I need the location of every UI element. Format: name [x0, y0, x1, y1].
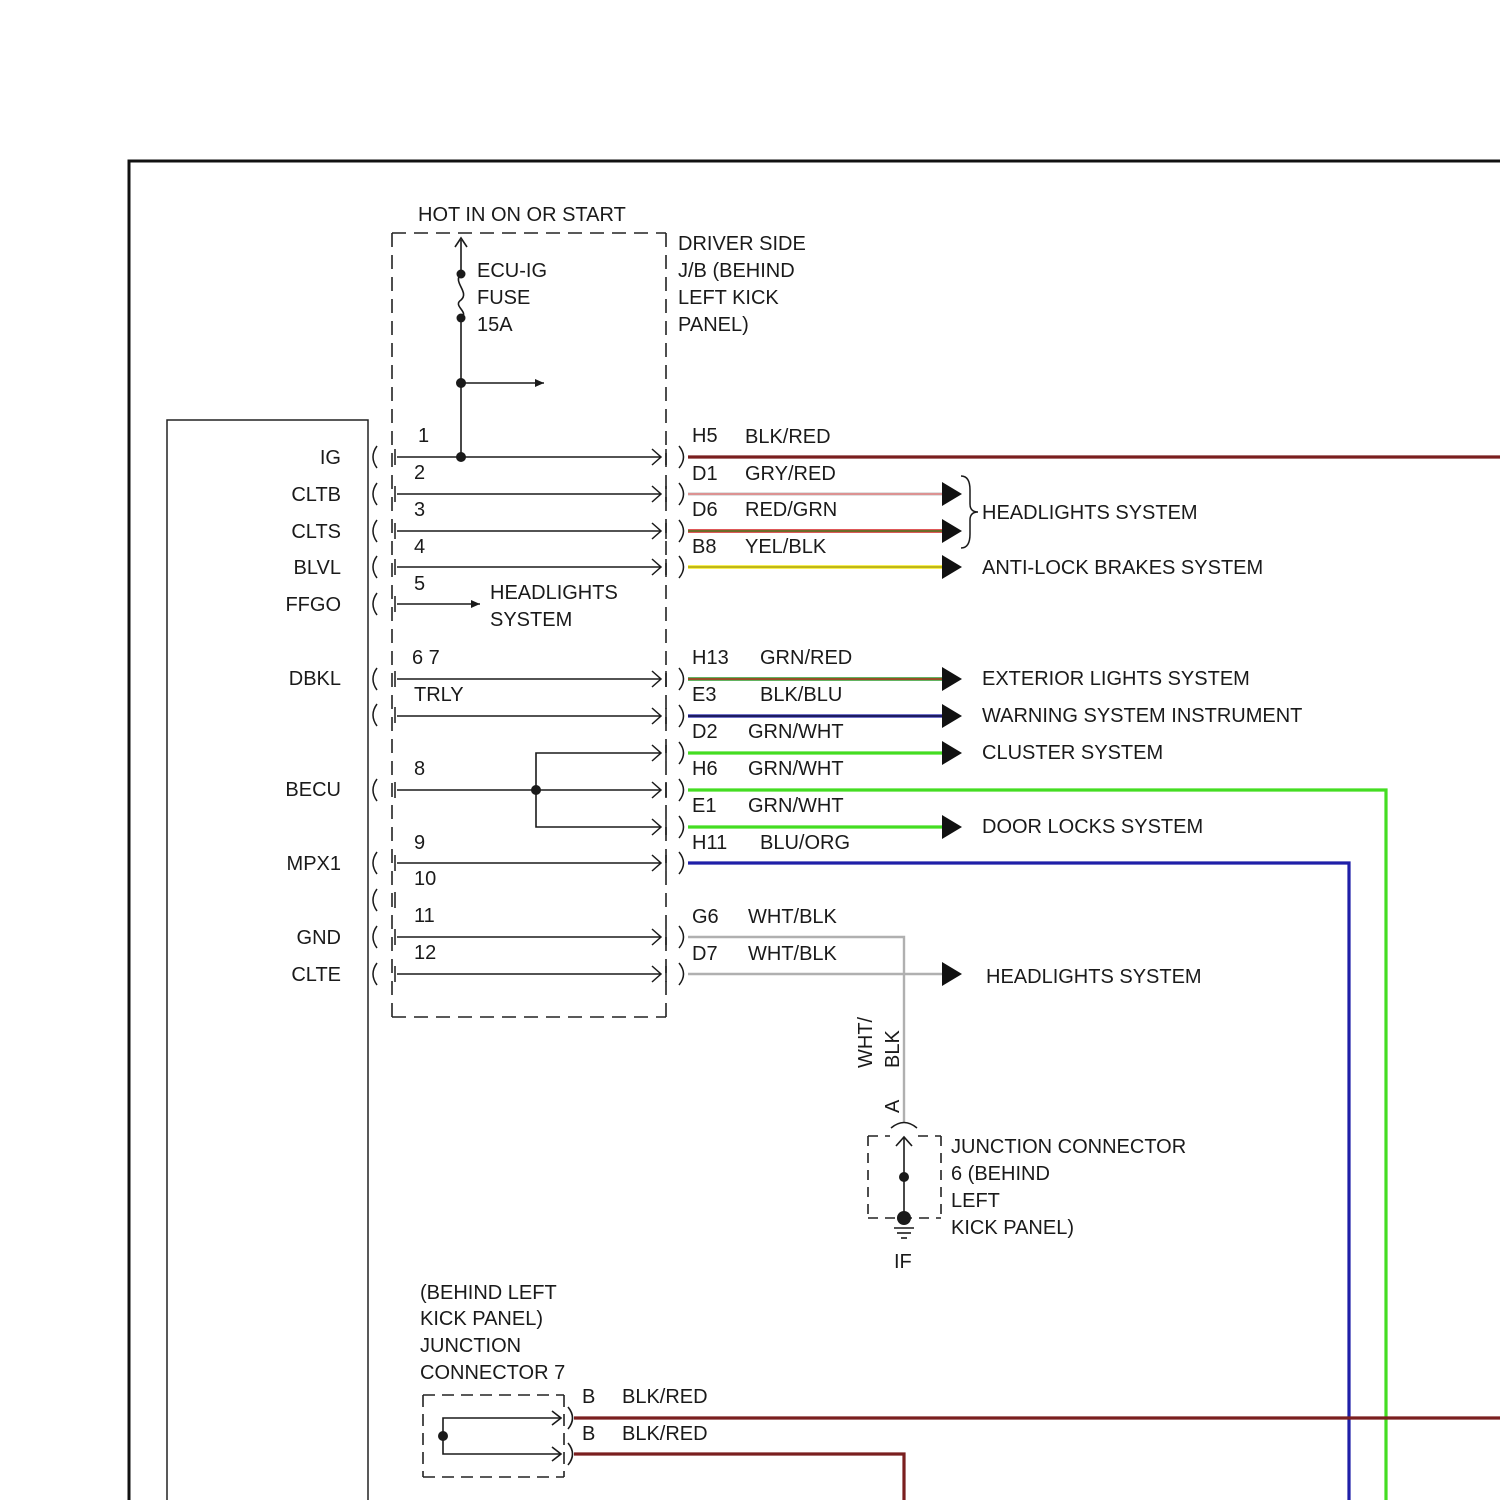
- junction-pin-a: A: [882, 1099, 904, 1113]
- connector-pin: G6: [692, 906, 719, 928]
- connector-pin: H11: [692, 832, 727, 854]
- fuse-terminal-dot: [457, 314, 466, 323]
- wire-color-label: GRN/RED: [760, 647, 852, 669]
- jb-label-line1: DRIVER SIDE: [678, 233, 806, 255]
- terminal-ig: IG: [320, 447, 341, 469]
- destination-cluster-system: CLUSTER SYSTEM: [982, 742, 1163, 764]
- terminal-gnd: GND: [297, 927, 341, 949]
- jb-label-line4: PANEL): [678, 314, 749, 336]
- splice-dot: [531, 785, 541, 795]
- destination-anti-lock-brakes: ANTI-LOCK BRAKES SYSTEM: [982, 557, 1263, 579]
- junction-7-pin: B: [582, 1386, 595, 1408]
- wire-color-label: BLK/RED: [622, 1386, 708, 1408]
- pin-number: 8: [414, 758, 425, 780]
- junction-6-label-line1: JUNCTION CONNECTOR: [951, 1136, 1186, 1158]
- splice-dot: [438, 1431, 448, 1441]
- junction-connector-paren: [891, 1123, 917, 1129]
- ground-label-if: IF: [894, 1251, 912, 1273]
- pin-number: 2: [414, 462, 425, 484]
- fuse-label-line3: 15A: [477, 314, 513, 336]
- wire-color-label: BLK/RED: [745, 426, 831, 448]
- junction-7-label-line2: KICK PANEL): [420, 1308, 543, 1330]
- terminal-clte: CLTE: [291, 964, 341, 986]
- wire-color-label: YEL/BLK: [745, 536, 827, 558]
- junction-7-label-line4: CONNECTOR 7: [420, 1362, 565, 1384]
- terminal-clts: CLTS: [291, 521, 341, 543]
- destination-headlights-system: HEADLIGHTS SYSTEM: [982, 502, 1198, 524]
- connector-pin: H5: [692, 425, 718, 447]
- junction-6-label-line3: LEFT: [951, 1190, 1000, 1212]
- terminal-blvl: BLVL: [294, 557, 341, 579]
- wire-color-label: GRN/WHT: [748, 795, 844, 817]
- connector-pin: B8: [692, 536, 716, 558]
- jb-label-line2: J/B (BEHIND: [678, 260, 795, 282]
- pin-number: 12: [414, 942, 436, 964]
- destination-door-locks: DOOR LOCKS SYSTEM: [982, 816, 1203, 838]
- junction-7-label-line3: JUNCTION: [420, 1335, 521, 1357]
- pin-number: 1: [418, 425, 429, 447]
- terminal-ffgo: FFGO: [285, 594, 341, 616]
- destination-warning-system: WARNING SYSTEM INSTRUMENT: [982, 705, 1302, 727]
- headlights-note-line2: SYSTEM: [490, 609, 572, 631]
- pin-number: 10: [414, 868, 436, 890]
- wire-color-label: WHT/BLK: [748, 906, 838, 928]
- wire-color-label: BLU/ORG: [760, 832, 850, 854]
- jb-label-line3: LEFT KICK: [678, 287, 779, 309]
- wire-color-label: BLK/RED: [622, 1423, 708, 1445]
- jb-internal-wires: [397, 457, 660, 974]
- wire-color-label: GRY/RED: [745, 463, 836, 485]
- headlights-brace: [961, 476, 978, 548]
- destination-exterior-lights: EXTERIOR LIGHTS SYSTEM: [982, 668, 1250, 690]
- junction-6-label-line4: KICK PANEL): [951, 1217, 1074, 1239]
- terminal-cltb: CLTB: [291, 484, 341, 506]
- terminal-dbkl: DBKL: [289, 668, 341, 690]
- headlights-note-line1: HEADLIGHTS: [490, 582, 618, 604]
- terminal-becu: BECU: [285, 779, 341, 801]
- splice-dot: [456, 378, 466, 388]
- ground-wire-label-line1: WHT/: [855, 1016, 877, 1068]
- harness-connector-parens: [679, 446, 684, 985]
- pin-number: 5: [414, 573, 425, 595]
- fuse-label-line1: ECU-IG: [477, 260, 547, 282]
- fuse-label-line2: FUSE: [477, 287, 530, 309]
- pin-number: 3: [414, 499, 425, 521]
- pin-number: 9: [414, 832, 425, 854]
- wire-color-label: WHT/BLK: [748, 943, 838, 965]
- pin-number: 11: [414, 905, 435, 927]
- ground-point: [897, 1211, 911, 1225]
- wire-color-label: BLK/BLU: [760, 684, 842, 706]
- pin-number: TRLY: [414, 684, 464, 706]
- connector-pin: H13: [692, 647, 729, 669]
- connector-pin: E1: [692, 795, 716, 817]
- connector-pin: D2: [692, 721, 718, 743]
- pin-number: 4: [414, 536, 425, 558]
- wire-color-label: GRN/WHT: [748, 721, 844, 743]
- junction-6-label-line2: 6 (BEHIND: [951, 1163, 1050, 1185]
- pin-number: 6 7: [412, 647, 440, 669]
- wire-color-label: GRN/WHT: [748, 758, 844, 780]
- wire-color-label: RED/GRN: [745, 499, 837, 521]
- diagram-border: [129, 161, 1500, 1500]
- connector-pin: D6: [692, 499, 718, 521]
- junction-7-wires: [574, 1418, 1500, 1500]
- wire-arrowheads: [942, 482, 962, 986]
- terminal-mpx1: MPX1: [287, 853, 341, 875]
- destination-headlights-system-2: HEADLIGHTS SYSTEM: [986, 966, 1202, 988]
- fuse-terminal-dot: [457, 270, 466, 279]
- ground-wire-label-line2: BLK: [882, 1030, 904, 1068]
- junction-connector-7-internal: [443, 1407, 573, 1465]
- ecu-module-box: [167, 420, 368, 1500]
- connector-pin: D1: [692, 463, 718, 485]
- connector-pin: H6: [692, 758, 718, 780]
- splice-dot: [899, 1172, 909, 1182]
- connector-pin: E3: [692, 684, 716, 706]
- hot-in-on-or-start-label: HOT IN ON OR START: [418, 204, 626, 226]
- junction-7-label-line1: (BEHIND LEFT: [420, 1282, 557, 1304]
- connector-pin: D7: [692, 943, 718, 965]
- junction-7-pin: B: [582, 1423, 595, 1445]
